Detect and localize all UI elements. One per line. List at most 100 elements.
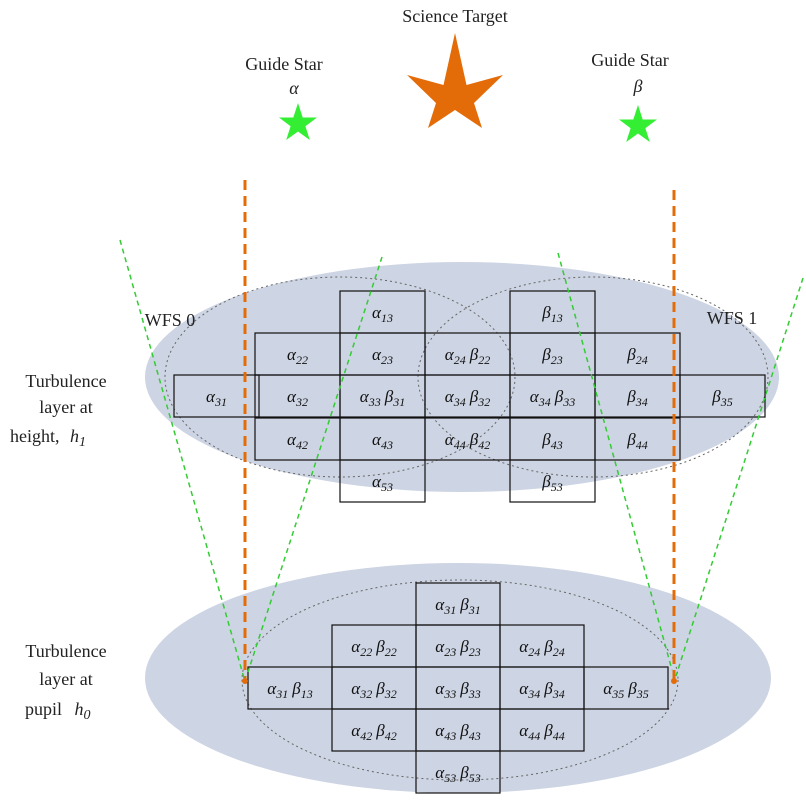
alpha-symbol: α (445, 345, 455, 364)
layer-h1-label-text: height, (10, 426, 60, 446)
guide-star-alpha-symbol: α (289, 78, 299, 98)
h1-right-cell-r2c2-border (679, 374, 766, 418)
layer-h0-height-sub: 0 (84, 708, 91, 723)
h1-right-cell-r2c1-label: β34 (626, 387, 647, 409)
alpha-symbol: α (287, 387, 297, 406)
alpha-index: 31 (214, 395, 227, 409)
alpha-symbol: α (435, 763, 445, 782)
alpha-index: 53 (381, 480, 393, 494)
alpha-index: 34 (527, 687, 540, 701)
alpha-index: 53 (444, 771, 456, 785)
pupil-footprint (241, 579, 679, 781)
h1-left-cell-r2c0-label: α31 (206, 387, 227, 409)
beta-index: 53 (551, 480, 563, 494)
alpha-symbol: α (372, 303, 382, 322)
beta-symbol: β (384, 387, 394, 406)
beta-index: 35 (720, 395, 733, 409)
layer-h0-label-line2: layer at (39, 669, 92, 689)
alpha-index: 43 (381, 438, 393, 452)
beta-symbol: β (469, 430, 479, 449)
alpha-symbol: α (360, 387, 370, 406)
h1-right-cell-r3c1-border (594, 417, 681, 461)
h1-right-cell-r0c0-label: β13 (541, 303, 562, 325)
beta-index: 34 (635, 395, 648, 409)
h1-left-cell-r1c0-label: α22 (287, 345, 308, 367)
cone-beta-inner (557, 252, 673, 671)
alpha-index: 22 (360, 645, 372, 659)
alpha-index: 35 (611, 687, 624, 701)
beta-index: 43 (551, 438, 563, 452)
h1-left-cell-r4c0-border (339, 459, 426, 503)
alpha-symbol: α (287, 345, 297, 364)
alpha-index: 13 (381, 311, 393, 325)
guide-star-beta (619, 105, 657, 142)
beta-symbol: β (459, 595, 469, 614)
beta-symbol: β (469, 345, 479, 364)
beta-index: 31 (392, 395, 405, 409)
beta-symbol: β (626, 430, 636, 449)
alpha-index: 34 (453, 395, 466, 409)
alpha-index: 43 (444, 729, 456, 743)
beta-symbol: β (459, 763, 469, 782)
layer-h1-label-line2: layer at (39, 397, 92, 417)
guide-star-alpha (279, 103, 317, 140)
h1-right-cell-r4c0-label: β53 (541, 472, 562, 494)
beta-symbol: β (543, 637, 553, 656)
h1-right-cell-r1c1-label: β24 (626, 345, 647, 367)
alpha-symbol: α (603, 679, 613, 698)
h0-cell-r2c4-border (583, 666, 669, 710)
h1-right-cell-r2c2-label: β35 (711, 387, 732, 409)
beta-symbol: β (375, 721, 385, 740)
layer-h0-height-symbol: h (75, 699, 84, 719)
h1-right-cell-r2c2: β35 (679, 374, 766, 418)
alpha-symbol: α (435, 721, 445, 740)
beta-index: 24 (553, 645, 565, 659)
alpha-symbol: α (372, 345, 382, 364)
h1-left-cell-r2c0: α31 (173, 374, 260, 418)
h1-left-cell-r2c1-label: α32 (287, 387, 308, 409)
alpha-index: 23 (444, 645, 456, 659)
beta-symbol: β (469, 387, 479, 406)
beam-foot-left (242, 678, 248, 684)
alpha-index: 22 (296, 353, 308, 367)
wfs0-footprint (164, 276, 516, 478)
alpha-symbol: α (519, 679, 529, 698)
alpha-symbol: α (287, 430, 297, 449)
beta-index: 13 (551, 311, 563, 325)
h1-left-cell-r4c0: α53 (339, 459, 426, 503)
layer-h0-ellipse (145, 563, 771, 793)
beta-symbol: β (459, 679, 469, 698)
alpha-index: 31 (275, 687, 288, 701)
alpha-symbol: α (435, 679, 445, 698)
alpha-symbol: α (435, 595, 445, 614)
guide-star-alpha-label: Guide Star (245, 54, 322, 74)
layer-h0-label-text: pupil (25, 699, 62, 719)
beta-symbol: β (543, 721, 553, 740)
beta-index: 44 (553, 729, 565, 743)
alpha-symbol: α (519, 637, 529, 656)
alpha-index: 33 (368, 395, 381, 409)
beta-symbol: β (459, 637, 469, 656)
alpha-index: 42 (296, 438, 308, 452)
beta-index: 24 (636, 353, 648, 367)
layer-h1-height-sub: 1 (79, 435, 86, 450)
layer-h1-label-line1: Turbulence (25, 371, 106, 391)
h1-left-cell-r3c0-label: α42 (287, 430, 308, 452)
beta-symbol: β (375, 679, 385, 698)
alpha-symbol: α (351, 679, 361, 698)
alpha-symbol: α (435, 637, 445, 656)
beta-index: 42 (385, 729, 397, 743)
cone-alpha-outer (119, 239, 245, 679)
